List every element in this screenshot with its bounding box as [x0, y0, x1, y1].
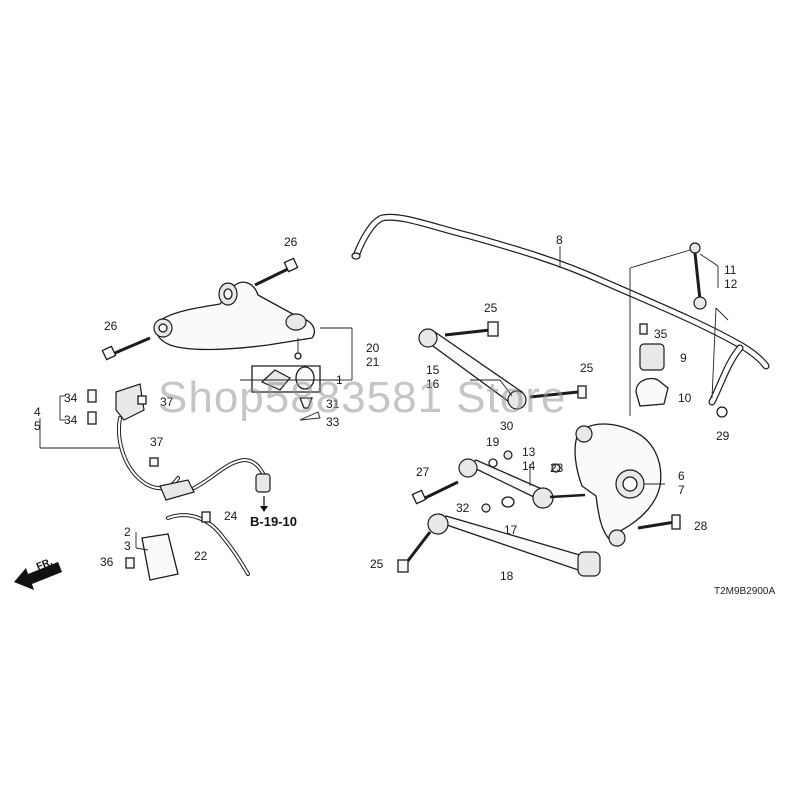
reference-link[interactable]: B-19-10 [250, 514, 297, 529]
callout-37-bottom: 37 [150, 435, 164, 449]
callout-19: 19 [486, 435, 500, 449]
callout-13: 13 [522, 445, 536, 459]
callout-25-bottom: 25 [370, 557, 384, 571]
callout-35: 35 [654, 327, 668, 341]
callout-14: 14 [522, 459, 536, 473]
callout-labels: 1 2 3 4 5 6 7 8 9 10 11 12 13 14 15 16 1… [34, 233, 738, 583]
lower-arm-b [411, 450, 586, 513]
callout-3: 3 [124, 539, 131, 553]
callout-26-left: 26 [104, 319, 118, 333]
callout-10: 10 [678, 391, 692, 405]
callout-5: 5 [34, 419, 41, 433]
leader-lines [39, 246, 729, 551]
callout-25-top: 25 [484, 301, 498, 315]
callout-18: 18 [500, 569, 514, 583]
callout-30: 30 [500, 419, 514, 433]
callout-24: 24 [224, 509, 238, 523]
callout-16: 16 [426, 377, 440, 391]
callout-4: 4 [34, 405, 41, 419]
callout-11: 11 [724, 263, 737, 277]
harness-bracket [125, 511, 250, 581]
callout-2: 2 [124, 525, 131, 539]
knuckle [574, 423, 681, 547]
callout-20: 20 [366, 341, 380, 355]
callout-23: 23 [550, 461, 564, 475]
wheel-speed-sensor [87, 383, 271, 501]
callout-28: 28 [694, 519, 708, 533]
watermark: Shop5883581 Store [158, 373, 566, 422]
upper-arm-assembly [101, 257, 315, 361]
diagram-code: T2M9B2900A [714, 586, 775, 597]
callout-15: 15 [426, 363, 440, 377]
callout-33: 33 [326, 415, 340, 429]
stabilizer-bar [351, 213, 770, 406]
stabilizer-link [689, 242, 707, 310]
callout-17: 17 [504, 523, 518, 537]
lower-arm-a [397, 513, 601, 577]
callout-37-top: 37 [160, 395, 174, 409]
callout-22: 22 [194, 549, 208, 563]
callout-32: 32 [456, 501, 470, 515]
reference-arrow-head [260, 506, 268, 512]
callout-27: 27 [416, 465, 430, 479]
callout-9: 9 [680, 351, 687, 365]
callout-6: 6 [678, 469, 685, 483]
callout-21: 21 [366, 355, 380, 369]
callout-8: 8 [556, 233, 563, 247]
callout-31: 31 [326, 397, 340, 411]
stabilizer-bushing [635, 323, 728, 418]
callout-1: 1 [336, 373, 343, 387]
callout-12: 12 [724, 277, 738, 291]
callout-25-mid: 25 [580, 361, 594, 375]
trailing-arm [418, 321, 587, 410]
callout-29: 29 [716, 429, 730, 443]
callout-34-bottom: 34 [64, 413, 78, 427]
callout-7: 7 [678, 483, 685, 497]
callout-26-top: 26 [284, 235, 298, 249]
callout-36: 36 [100, 555, 114, 569]
callout-34-top: 34 [64, 391, 78, 405]
front-arrow [14, 562, 62, 590]
